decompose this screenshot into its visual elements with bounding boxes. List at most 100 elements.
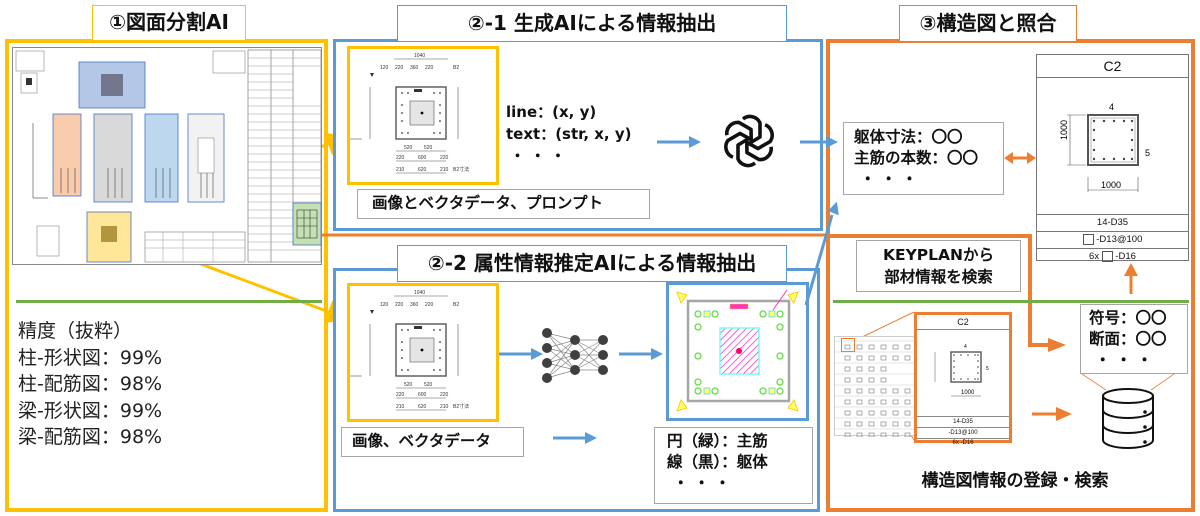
width-dim: 1000 (961, 390, 975, 396)
keyplan-grid (835, 340, 919, 438)
sub-hoop-spec-row: 6x -D16 (1037, 249, 1188, 264)
connector-arrows-2-to-3 (800, 136, 839, 306)
svg-text:220: 220 (440, 155, 449, 161)
rebar-circles (694, 310, 784, 395)
body-dimension: 躯体寸法：〇〇 (854, 128, 963, 146)
svg-text:520: 520 (424, 145, 433, 151)
legend-box: 円（緑）：主筋 線（黒）：躯体 ・ ・ ・ (654, 427, 813, 504)
sub-hoop-spec: -D16 (1115, 251, 1136, 262)
drawing-sheet (15, 49, 321, 263)
arrow-right-icon (553, 432, 597, 444)
main-bar-spec: 14-D35 (1037, 215, 1188, 232)
svg-text:220: 220 (395, 65, 404, 71)
svg-text:600: 600 (418, 155, 427, 161)
register-search-label: 構造図情報の登録・検索 (921, 471, 1109, 491)
keyplan-selection (841, 338, 855, 352)
ellipsis: ・ ・ ・ (1095, 351, 1153, 369)
width-dim: 1000 (1101, 180, 1121, 190)
svg-text:B2寸法: B2寸法 (453, 403, 469, 410)
compare-double-arrow-icon (1004, 152, 1036, 164)
svg-text:220: 220 (425, 65, 434, 71)
top-bar-count: 4 (964, 344, 967, 350)
main-bar-count: 主筋の本数：〇〇 (854, 149, 979, 167)
section-3-divider (833, 300, 1189, 303)
svg-text:360: 360 (410, 65, 419, 71)
input-label-2-2: 画像、ベクタデータ (341, 427, 524, 457)
ellipsis: ・ ・ ・ (510, 147, 566, 165)
section-1-title: ①図面分割AI (92, 5, 246, 41)
height-dim: 1000 (1059, 120, 1069, 140)
symbol-field: 符号：〇〇 (1089, 309, 1167, 327)
accuracy-row: 柱-配筋図：98% (18, 373, 163, 395)
input-label-2-1: 画像とベクタデータ、プロンプト (357, 189, 650, 219)
sub-hoop-prefix: 6x (1089, 251, 1100, 262)
top-bar-count: 4 (1109, 102, 1114, 112)
full-drawing-thumbnail (12, 47, 322, 265)
legend-line-body: 線（黒）：躯体 (667, 453, 768, 471)
svg-text:120: 120 (380, 65, 389, 71)
svg-text:620: 620 (418, 167, 427, 173)
svg-text:210: 210 (396, 167, 405, 173)
svg-text:210: 210 (440, 404, 449, 410)
svg-text:210: 210 (440, 167, 449, 173)
database-icon (1102, 388, 1154, 449)
hoop-spec: -D13@100 (948, 430, 978, 436)
svg-text:520: 520 (424, 382, 433, 388)
foundation-drawing-crop-2-1: 1040 120 220 360 220 B2 520 520 220 600 220 210 620 2… (347, 46, 499, 185)
svg-text:B2: B2 (453, 302, 459, 308)
accuracy-heading: 精度（抜粋） (18, 320, 133, 342)
svg-text:520: 520 (404, 145, 413, 151)
vector-data-text: line：(x, y) text：(str, x, y) ・ ・ ・ (506, 101, 632, 167)
accuracy-row: 柱-形状図：99% (18, 346, 163, 369)
sub-hoop-spec-row: 6x -D16 (917, 439, 1009, 447)
neural-network-icon (542, 328, 608, 383)
keyplan-search-box: KEYPLANから 部材情報を検索 (856, 240, 1021, 292)
side-bar-count: 5 (1145, 148, 1150, 158)
ellipsis: ・ ・ ・ (860, 170, 918, 188)
svg-text:600: 600 (418, 392, 427, 398)
column-card-small: C2 1000 4 5 14-D35 -D13@100 6x -D16 (914, 312, 1012, 446)
extracted-info-box: 躯体寸法：〇〇 主筋の本数：〇〇 ・ ・ ・ (843, 122, 1004, 195)
arrow-right-icon (657, 136, 701, 148)
column-cross-section-small: 1000 4 5 (934, 344, 989, 397)
svg-text:B2: B2 (453, 65, 459, 71)
svg-text:520: 520 (404, 382, 413, 388)
svg-text:360: 360 (410, 302, 419, 308)
hoop-spec-row: -D13@100 (1037, 232, 1188, 249)
section-1-divider (16, 300, 322, 303)
arrow-right-icon (619, 348, 663, 360)
svg-text:220: 220 (396, 155, 405, 161)
svg-text:620: 620 (418, 404, 427, 410)
section-2-1-title: ②-1 生成AIによる情報抽出 (397, 5, 787, 42)
column-card-name: C2 (1037, 55, 1188, 78)
accuracy-row: 梁-配筋図：98% (18, 426, 163, 448)
svg-text:120: 120 (380, 302, 389, 308)
annotated-foundation (676, 289, 799, 412)
hoop-spec-row: -D13@100 (917, 428, 1009, 439)
openai-logo-icon (724, 114, 774, 168)
svg-text:220: 220 (395, 302, 404, 308)
side-bar-count: 5 (986, 366, 989, 372)
vector-text-item: text：(str, x, y) (506, 125, 632, 143)
hoop-spec: -D13@100 (1096, 234, 1143, 245)
column-cross-section: 4 5 1000 1000 (1059, 102, 1150, 192)
svg-text:220: 220 (440, 392, 449, 398)
svg-text:B2寸法: B2寸法 (453, 166, 469, 173)
svg-text:210: 210 (396, 404, 405, 410)
ellipsis: ・ ・ ・ (673, 474, 731, 492)
svg-text:1040: 1040 (414, 53, 425, 59)
sub-hoop-prefix: 6x (952, 440, 959, 446)
svg-text:220: 220 (425, 302, 434, 308)
column-card-name: C2 (917, 315, 1009, 330)
legend-circle-rebar: 円（緑）：主筋 (667, 432, 768, 450)
section-field: 断面：〇〇 (1089, 330, 1167, 348)
foundation-plan-drawing: 1040 120 220 360 220 B2 520 520 220 600 220 210 620 2… (350, 53, 469, 174)
annotated-output-image (666, 282, 809, 421)
sub-hoop-spec: -D16 (960, 440, 974, 446)
column-section-drawing: 1000 4 5 (917, 330, 1009, 417)
arrow-right-icon (499, 348, 543, 360)
keyplan-line-2: 部材情報を検索 (884, 268, 993, 286)
svg-text:220: 220 (396, 392, 405, 398)
